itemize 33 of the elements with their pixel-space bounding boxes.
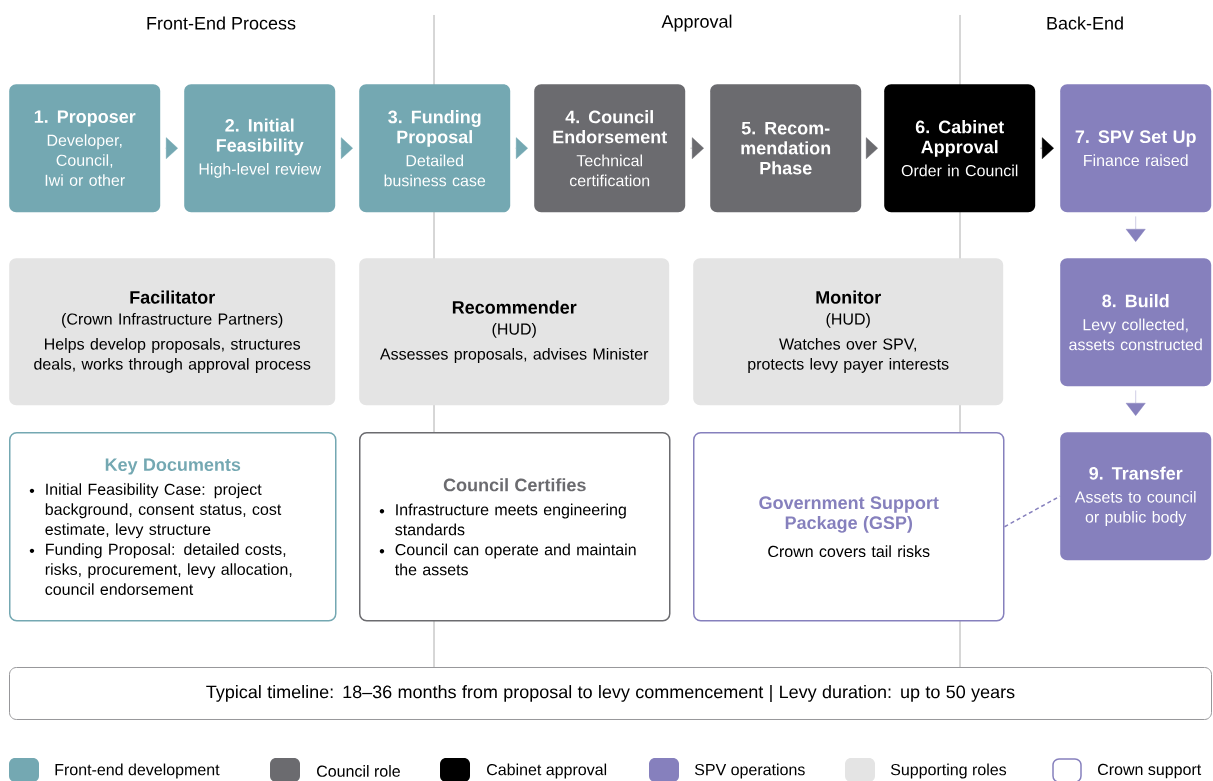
- legend-label: Supporting roles: [890, 763, 1007, 779]
- timeline-box: Typical timeline: 18–36 months from proposal to levy commencement | Levy duration: up to 50 years: [9, 667, 1212, 720]
- process-box: 1. Proposer Developer, Council, Iwi or other: [9, 84, 161, 213]
- document-box: Council Certifies Infrastructure meets engineering standards Council can operate and maintain the assets: [359, 432, 671, 622]
- support-box: Government Support Package (GSP) Crown covers tail risks: [693, 432, 1005, 622]
- process-box: 9. Transfer Assets to council or public body: [1060, 432, 1212, 561]
- legend-label: Front-end development: [55, 763, 220, 779]
- process-box: 2. Initial Feasibility High-level review: [184, 84, 336, 213]
- process-box: 6. Cabinet Approval Order in Council: [884, 84, 1036, 213]
- role-box: Facilitator (Crown Infrastructure Partners) Helps develop proposals, structures deals, works through approval process: [9, 258, 336, 406]
- process-box: 5. Recom- mendation Phase: [710, 84, 862, 213]
- arrow: [340, 137, 353, 159]
- arrow: [865, 137, 878, 159]
- arrow: [165, 137, 178, 159]
- arrow: [1125, 390, 1146, 416]
- role-box: Monitor (HUD) Watches over SPV, protects levy payer interests: [693, 258, 1004, 406]
- legend-label: Cabinet approval: [487, 763, 607, 779]
- process-box: 4. Council Endorsement Technical certification: [534, 84, 686, 213]
- arrow: [1040, 137, 1054, 159]
- arrow: [690, 137, 704, 159]
- process-box: 8. Build Levy collected, assets constructed: [1060, 258, 1212, 387]
- column-header: Back-End: [1047, 16, 1123, 30]
- process-box: 7. SPV Set Up Finance raised: [1060, 84, 1212, 213]
- document-box: Key Documents Initial Feasibility Case: project background, consent status, cost estimate, levy structure Funding Proposal: detailed costs, risks, procurement, levy allocation, council endorsement: [9, 432, 337, 622]
- process-box: 3. Funding Proposal Detailed business case: [359, 84, 511, 213]
- column-header: Approval: [661, 14, 732, 32]
- column-header: Front-End Process: [147, 16, 296, 30]
- arrow: [1125, 216, 1146, 242]
- role-box: Recommender (HUD) Assesses proposals, advises Minister: [359, 258, 670, 406]
- legend-label: SPV operations: [694, 763, 805, 779]
- arrow: [515, 137, 528, 159]
- legend-label: Council role: [317, 765, 400, 777]
- legend-label: Crown support: [1098, 763, 1202, 779]
